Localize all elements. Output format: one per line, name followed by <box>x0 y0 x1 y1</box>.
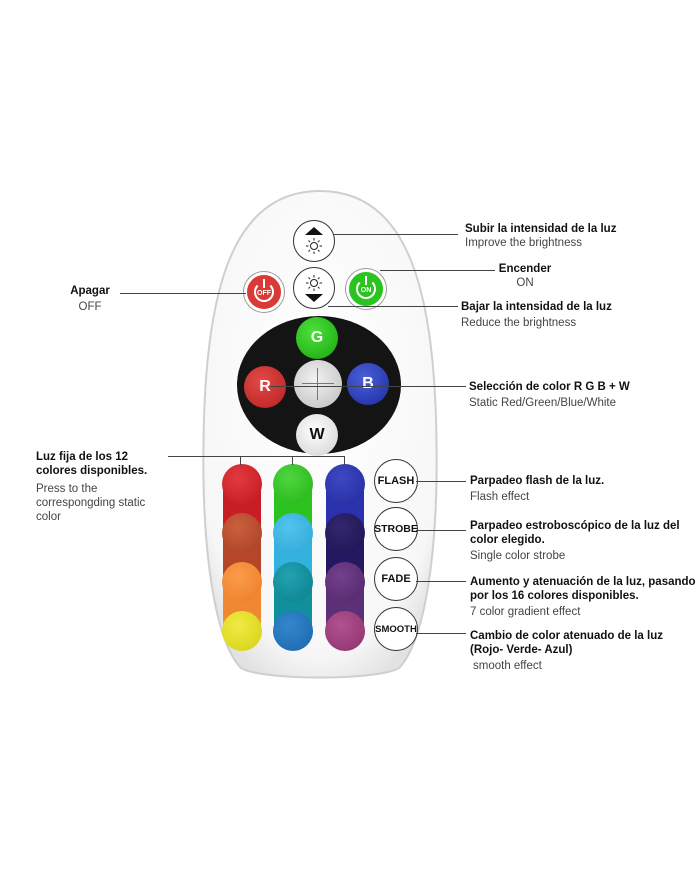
leader-strobe <box>416 530 466 531</box>
leader-brightness-up <box>333 234 458 235</box>
annotation-strobe: Parpadeo estroboscópico de la luz del co… <box>470 520 680 562</box>
color-strip-left <box>223 478 261 636</box>
color-button-yellow[interactable] <box>222 611 262 651</box>
smooth-button[interactable]: SMOOTH <box>374 607 418 651</box>
annotation-smooth: Cambio de color atenuado de la luz (Rojo… <box>470 630 663 672</box>
blue-button[interactable]: B <box>347 363 389 405</box>
strobe-button-label: STROBE <box>374 523 418 535</box>
annotation-fixed-colors: Luz fija de los 12 colores disponibles. … <box>36 451 148 523</box>
color-button-azure[interactable] <box>273 611 313 651</box>
brightness-up-icon <box>305 227 323 254</box>
off-button[interactable]: OFF <box>244 272 284 312</box>
annotation-on: Encender ON <box>498 263 552 289</box>
power-icon <box>254 282 274 302</box>
color-button-navy[interactable] <box>325 513 365 553</box>
brightness-up-button[interactable] <box>293 220 335 262</box>
leader-brightness-down <box>328 306 458 307</box>
white-button-label: W <box>309 426 325 443</box>
green-button-label: G <box>310 329 324 346</box>
leader-fixed-colors <box>168 456 344 457</box>
off-button-label: OFF <box>257 289 271 297</box>
color-strip-right <box>326 478 364 636</box>
leader-on <box>380 270 495 271</box>
fade-button[interactable]: FADE <box>374 557 418 601</box>
annotation-brightness-down: Bajar la intensidad de la luz Reduce the… <box>461 301 612 329</box>
color-button-orange[interactable] <box>222 562 262 602</box>
on-button-label: ON <box>360 286 372 294</box>
flash-button-label: FLASH <box>377 475 415 487</box>
leader-fixed-colors-tick-2 <box>292 456 293 465</box>
on-button[interactable]: ON <box>346 269 386 309</box>
brightness-down-button[interactable] <box>293 267 335 309</box>
annotation-flash: Parpadeo flash de la luz. Flash effect <box>470 475 605 503</box>
color-button-blue[interactable] <box>325 464 365 504</box>
annotation-off: Apagar OFF <box>70 285 110 313</box>
flash-button[interactable]: FLASH <box>374 459 418 503</box>
red-button-label: R <box>259 378 271 395</box>
annotation-color-select: Selección de color R G B + W Static Red/… <box>469 381 630 409</box>
brightness-down-icon <box>305 275 323 302</box>
fade-button-label: FADE <box>381 573 411 585</box>
strobe-button[interactable]: STROBE <box>374 507 418 551</box>
annotation-brightness-up: Subir la intensidad de la luz Improve th… <box>465 223 617 249</box>
color-strip-middle <box>274 478 312 636</box>
color-button-teal[interactable] <box>273 562 313 602</box>
power-icon <box>356 279 376 299</box>
color-button-red[interactable] <box>222 464 262 504</box>
leader-smooth <box>416 633 466 634</box>
color-button-rust[interactable] <box>222 513 262 553</box>
white-button[interactable]: W <box>296 414 338 456</box>
leader-fixed-colors-tick-1 <box>240 456 241 465</box>
color-button-magenta[interactable] <box>325 611 365 651</box>
center-button[interactable] <box>294 360 342 408</box>
annotation-fade: Aumento y atenuación de la luz, pasando … <box>470 576 696 618</box>
green-button[interactable]: G <box>296 317 338 359</box>
leader-fixed-colors-tick-3 <box>344 456 345 465</box>
leader-flash <box>416 481 466 482</box>
color-button-purple[interactable] <box>325 562 365 602</box>
leader-color-select <box>270 386 466 387</box>
red-button[interactable]: R <box>244 366 286 408</box>
blue-button-label: B <box>362 375 374 392</box>
leader-off <box>120 293 246 294</box>
color-button-sky-blue[interactable] <box>273 513 313 553</box>
smooth-button-label: SMOOTH <box>375 623 417 635</box>
leader-fade <box>416 581 466 582</box>
color-button-green[interactable] <box>273 464 313 504</box>
